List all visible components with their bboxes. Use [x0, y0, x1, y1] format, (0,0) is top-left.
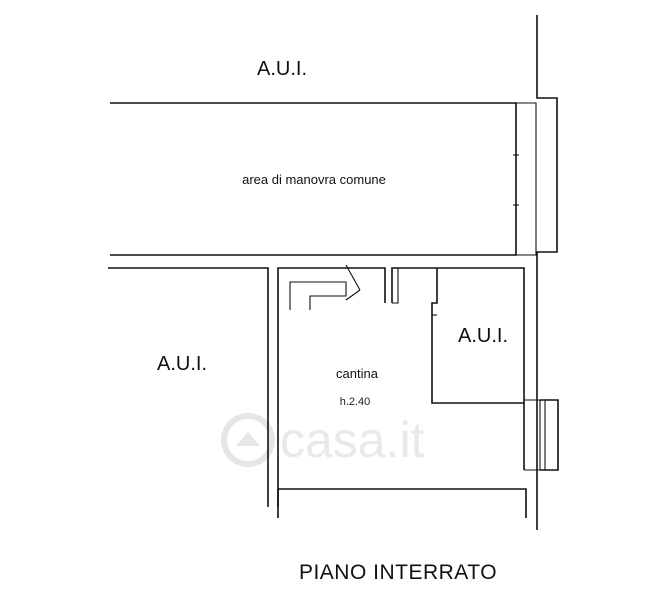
- label-cantina: cantina: [336, 366, 379, 381]
- label-aui-right: A.U.I.: [458, 325, 508, 347]
- right-outer-wall-top: [536, 15, 558, 530]
- watermark-text: casa.it: [280, 412, 425, 468]
- plan-title: PIANO INTERRATO: [299, 561, 497, 584]
- bottom-boundary: [277, 488, 527, 518]
- cantina-room: [277, 264, 559, 507]
- watermark: casa.it: [221, 412, 425, 468]
- area-manovra-room: [110, 102, 537, 256]
- house-logo-icon: [221, 413, 275, 467]
- left-aui-boundary: [108, 267, 269, 507]
- label-aui-left: A.U.I.: [157, 353, 207, 375]
- label-aui-top: A.U.I.: [257, 58, 307, 80]
- label-area-manovra: area di manovra comune: [242, 172, 386, 187]
- label-height: h.2.40: [340, 396, 371, 408]
